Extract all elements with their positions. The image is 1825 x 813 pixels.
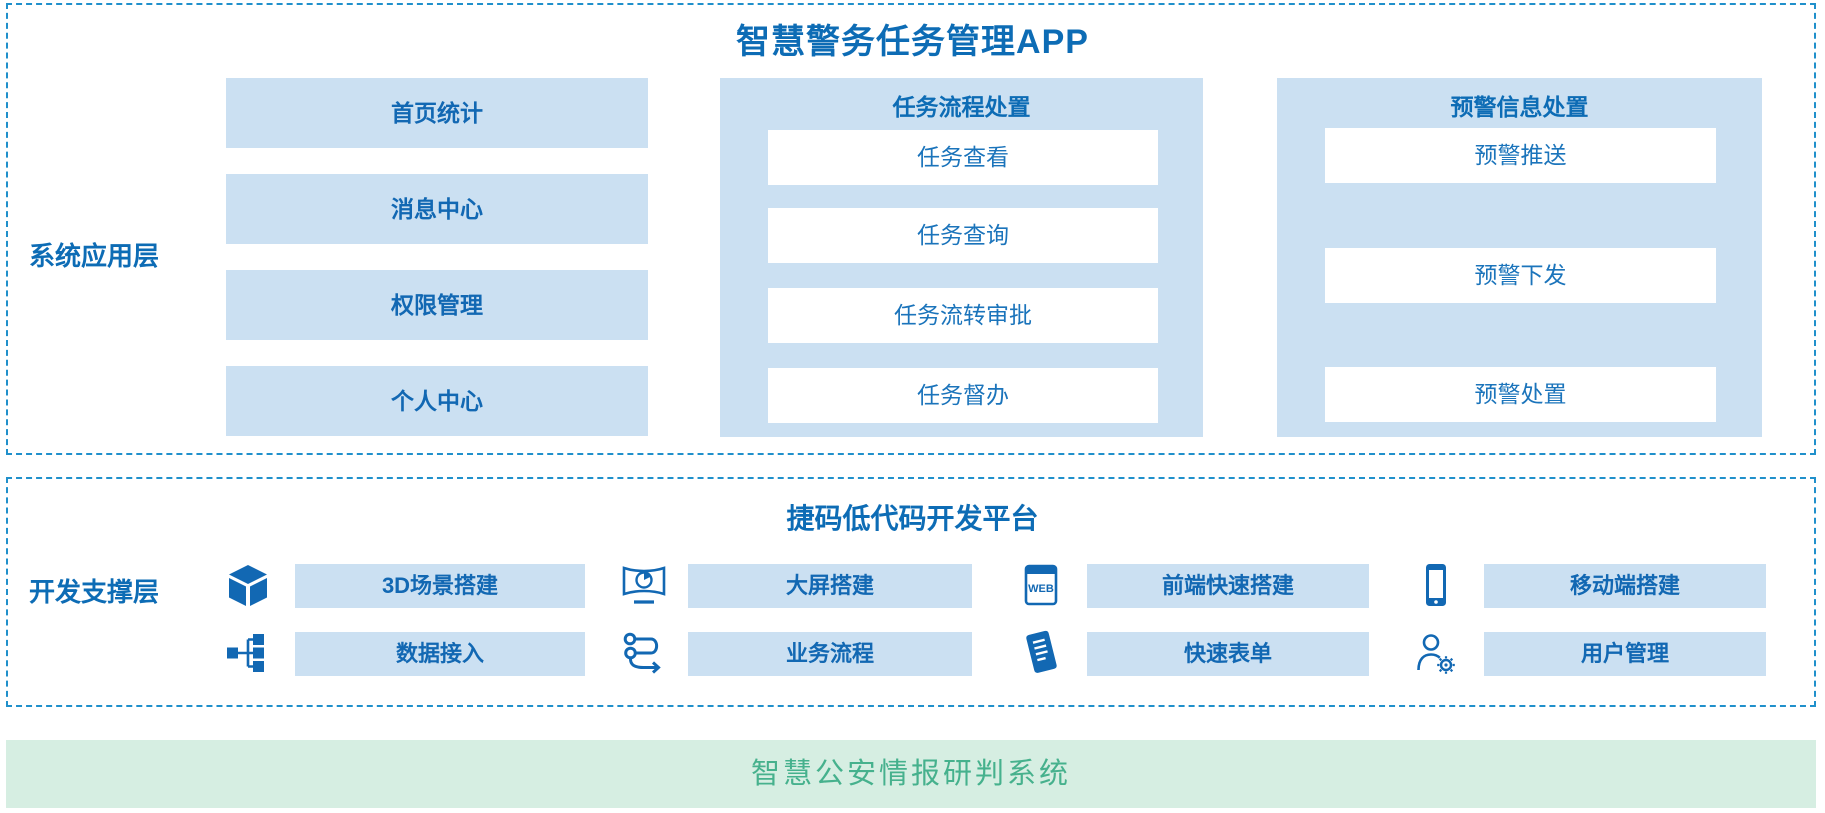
task-item-query: 任务查询 (768, 208, 1158, 263)
system-application-layer-frame (6, 3, 1816, 455)
menu-box-message-center: 消息中心 (226, 174, 648, 244)
dev-box-quick-form: 快速表单 (1087, 632, 1369, 676)
user-gear-icon (1412, 629, 1460, 677)
form-icon (1017, 628, 1065, 676)
task-item-approval: 任务流转审批 (768, 288, 1158, 343)
alert-group-title: 预警信息处置 (1450, 94, 1589, 120)
dev-platform-title: 捷码低代码开发平台 (786, 503, 1039, 534)
workflow-icon (620, 629, 668, 677)
dev-box-user-mgmt: 用户管理 (1484, 632, 1766, 676)
footer-system-label: 智慧公安情报研判系统 (750, 758, 1071, 790)
dev-box-workflow: 业务流程 (688, 632, 972, 676)
alert-item-dispatch: 预警下发 (1325, 248, 1716, 303)
smartphone-icon (1412, 561, 1460, 609)
footer-system-bar: 智慧公安情报研判系统 (6, 740, 1816, 808)
dev-support-layer-frame (6, 477, 1816, 707)
menu-box-personal-center: 个人中心 (226, 366, 648, 436)
system-layer-label: 系统应用层 (28, 241, 159, 271)
dev-box-big-screen: 大屏搭建 (688, 564, 972, 608)
data-access-icon (224, 629, 272, 677)
dev-box-frontend: 前端快速搭建 (1087, 564, 1369, 608)
web-icon-text: WEB (1028, 583, 1054, 595)
dev-layer-label: 开发支撑层 (28, 577, 159, 607)
task-item-view: 任务查看 (768, 130, 1158, 185)
dev-box-data-access: 数据接入 (295, 632, 585, 676)
menu-box-permission-mgmt: 权限管理 (226, 270, 648, 340)
dev-box-3d-scene: 3D场景搭建 (295, 564, 585, 608)
alert-item-push: 预警推送 (1325, 128, 1716, 183)
alert-item-handle: 预警处置 (1325, 367, 1716, 422)
menu-box-home-stats: 首页统计 (226, 78, 648, 148)
dev-box-mobile: 移动端搭建 (1484, 564, 1766, 608)
task-item-supervise: 任务督办 (768, 368, 1158, 423)
web-browser-icon: WEB (1017, 561, 1065, 609)
big-screen-icon (620, 560, 668, 608)
task-group-title: 任务流程处置 (892, 94, 1031, 120)
cube-3d-icon (224, 562, 272, 610)
page-title: 智慧警务任务管理APP (736, 23, 1089, 61)
